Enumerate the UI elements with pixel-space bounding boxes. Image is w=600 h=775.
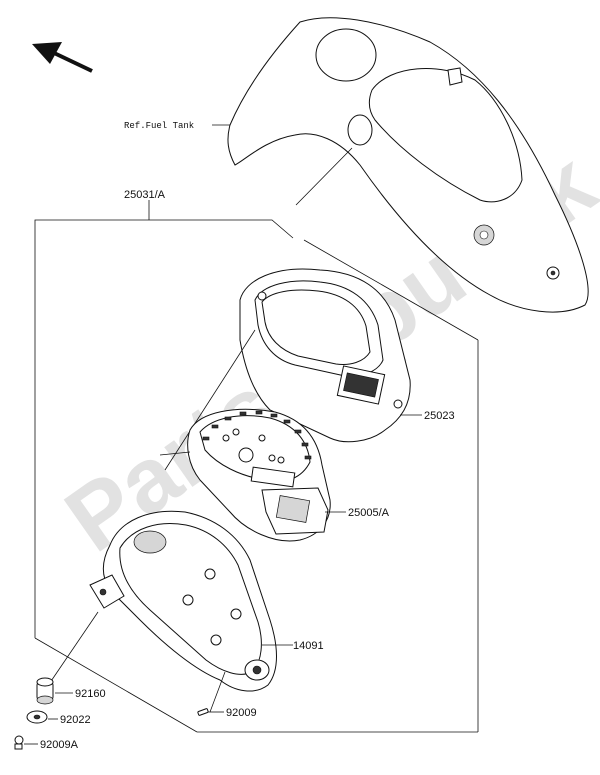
washer-92022 [26,710,58,724]
part-92160-label: 92160 [75,688,106,700]
part-92022-label: 92022 [60,714,91,726]
meter-unit [159,408,346,542]
meter-case [44,510,293,713]
gear-icon [473,224,495,246]
dial-ticks [202,410,312,460]
meter-cover [164,268,422,471]
grommet-92160 [36,677,73,705]
part-14091-label: 14091 [293,640,324,652]
part-92009a-label: 92009A [40,739,79,751]
screw-92009a [14,735,38,750]
fuel-tank-cover [212,17,589,313]
part-25005a-label: 25005/A [348,507,390,519]
assembly-outline [34,200,479,733]
part-25023-label: 25023 [424,410,455,422]
screw-92009 [197,708,224,716]
direction-arrow-icon [32,42,93,73]
part-92009-label: 92009 [226,707,257,719]
assembly-label: 25031/A [124,189,166,201]
ref-fuel-tank-label: Ref.Fuel Tank [124,121,194,131]
